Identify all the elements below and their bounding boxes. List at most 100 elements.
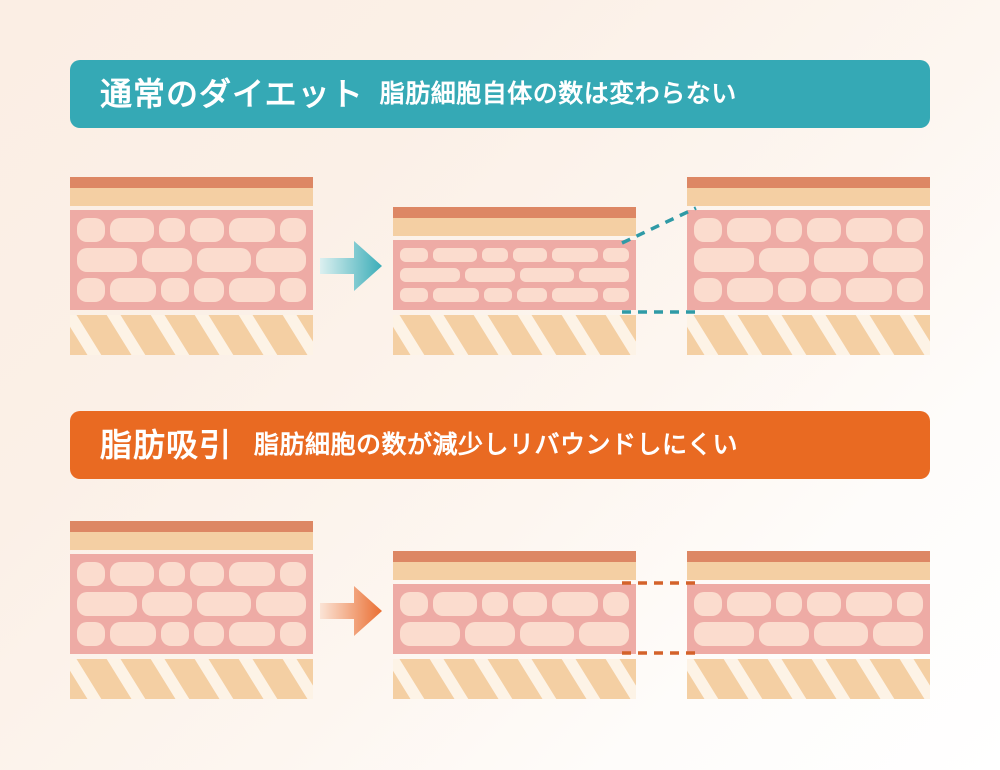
fat-cell — [602, 592, 629, 616]
fat-cell — [228, 218, 275, 242]
fat-cell — [77, 218, 105, 242]
fat-cell — [228, 562, 275, 586]
skin-diagram-diet-after — [393, 207, 636, 355]
fat-cell — [896, 592, 923, 616]
layer-dermis — [70, 188, 313, 206]
fat-cell — [77, 562, 105, 586]
banner-diet: 通常のダイエット 脂肪細胞自体の数は変わらない — [70, 60, 930, 128]
fat-cell — [190, 218, 224, 242]
skin-diagram-diet-before — [70, 177, 313, 355]
fat-cell — [775, 218, 803, 242]
fat-cell — [551, 592, 598, 616]
layer-epidermis — [393, 551, 636, 562]
layer-epidermis — [687, 551, 930, 562]
layer-subcutaneous — [687, 659, 930, 699]
layer-dermis — [393, 562, 636, 580]
fat-cell — [400, 248, 428, 262]
fat-cell — [109, 562, 154, 586]
fat-cell — [142, 592, 192, 616]
fat-cell-row — [400, 268, 629, 282]
fat-cell — [279, 622, 306, 646]
fat-cell — [465, 268, 515, 282]
fat-cell — [77, 622, 105, 646]
fat-cell — [694, 592, 722, 616]
fat-cell — [228, 622, 275, 646]
fat-cell — [813, 248, 868, 272]
fat-cell-row — [400, 592, 629, 616]
layer-subcutaneous — [393, 659, 636, 699]
banner-liposuction-title: 脂肪吸引 — [100, 427, 233, 463]
fat-cell-row — [694, 218, 923, 242]
fat-cell — [896, 278, 923, 302]
fat-cell — [465, 622, 515, 646]
fat-cell — [778, 278, 806, 302]
fat-cell — [196, 248, 251, 272]
fat-cell — [279, 278, 306, 302]
fat-cell — [551, 288, 598, 302]
fat-cell — [193, 622, 224, 646]
fat-cell-row — [694, 592, 923, 616]
fat-cell — [845, 218, 892, 242]
fat-cell-row — [694, 622, 923, 646]
fat-cell-row — [77, 562, 306, 586]
fat-cell-row — [400, 622, 629, 646]
fat-cell — [845, 592, 892, 616]
fat-cell — [400, 268, 461, 282]
fat-cell — [872, 622, 923, 646]
fat-cell-row — [77, 278, 306, 302]
layer-subcutaneous — [687, 315, 930, 355]
fat-cell — [400, 592, 428, 616]
fat-cell — [726, 592, 771, 616]
banner-liposuction-subtitle: 脂肪細胞の数が減少しリバウンドしにくい — [254, 430, 739, 459]
fat-cell — [161, 622, 189, 646]
fat-cell-row — [400, 288, 629, 302]
fat-cell-row — [77, 592, 306, 616]
layer-fat-cells — [70, 554, 313, 654]
teal-arrow — [320, 241, 382, 291]
fat-cell — [694, 622, 755, 646]
fat-cell — [513, 248, 547, 262]
layer-fat-cells — [687, 210, 930, 310]
fat-cell — [896, 218, 923, 242]
fat-cell — [432, 592, 477, 616]
skin-diagram-liposuction-after — [393, 551, 636, 699]
fat-cell — [228, 278, 275, 302]
fat-cell — [481, 592, 509, 616]
layer-fat-cells — [393, 240, 636, 310]
layer-fat-cells — [70, 210, 313, 310]
fat-cell — [77, 592, 138, 616]
fat-cell — [255, 592, 306, 616]
banner-liposuction: 脂肪吸引 脂肪細胞の数が減少しリバウンドしにくい — [70, 411, 930, 479]
fat-cell — [513, 592, 547, 616]
layer-epidermis — [70, 521, 313, 532]
skin-diagram-diet-rebound — [687, 177, 930, 355]
fat-cell — [807, 218, 841, 242]
fat-cell — [158, 562, 186, 586]
layer-dermis — [393, 218, 636, 236]
fat-cell — [77, 278, 105, 302]
banner-diet-subtitle: 脂肪細胞自体の数は変わらない — [379, 79, 737, 108]
fat-cell — [726, 218, 771, 242]
layer-fat-cells — [687, 584, 930, 654]
fat-cell — [481, 248, 509, 262]
fat-cell — [551, 248, 598, 262]
fat-cell — [578, 268, 629, 282]
fat-cell — [519, 268, 574, 282]
fat-cell — [432, 248, 477, 262]
fat-cell — [602, 288, 629, 302]
fat-cell — [193, 278, 224, 302]
fat-cell — [77, 248, 138, 272]
fat-cell — [255, 248, 306, 272]
fat-cell — [519, 622, 574, 646]
fat-cell — [694, 248, 755, 272]
fat-cell — [190, 562, 224, 586]
layer-dermis — [687, 188, 930, 206]
banner-diet-title: 通常のダイエット — [100, 76, 364, 112]
fat-cell — [872, 248, 923, 272]
fat-cell-row — [694, 278, 923, 302]
fat-cell — [845, 278, 892, 302]
layer-dermis — [687, 562, 930, 580]
layer-dermis — [70, 532, 313, 550]
fat-cell — [158, 218, 186, 242]
